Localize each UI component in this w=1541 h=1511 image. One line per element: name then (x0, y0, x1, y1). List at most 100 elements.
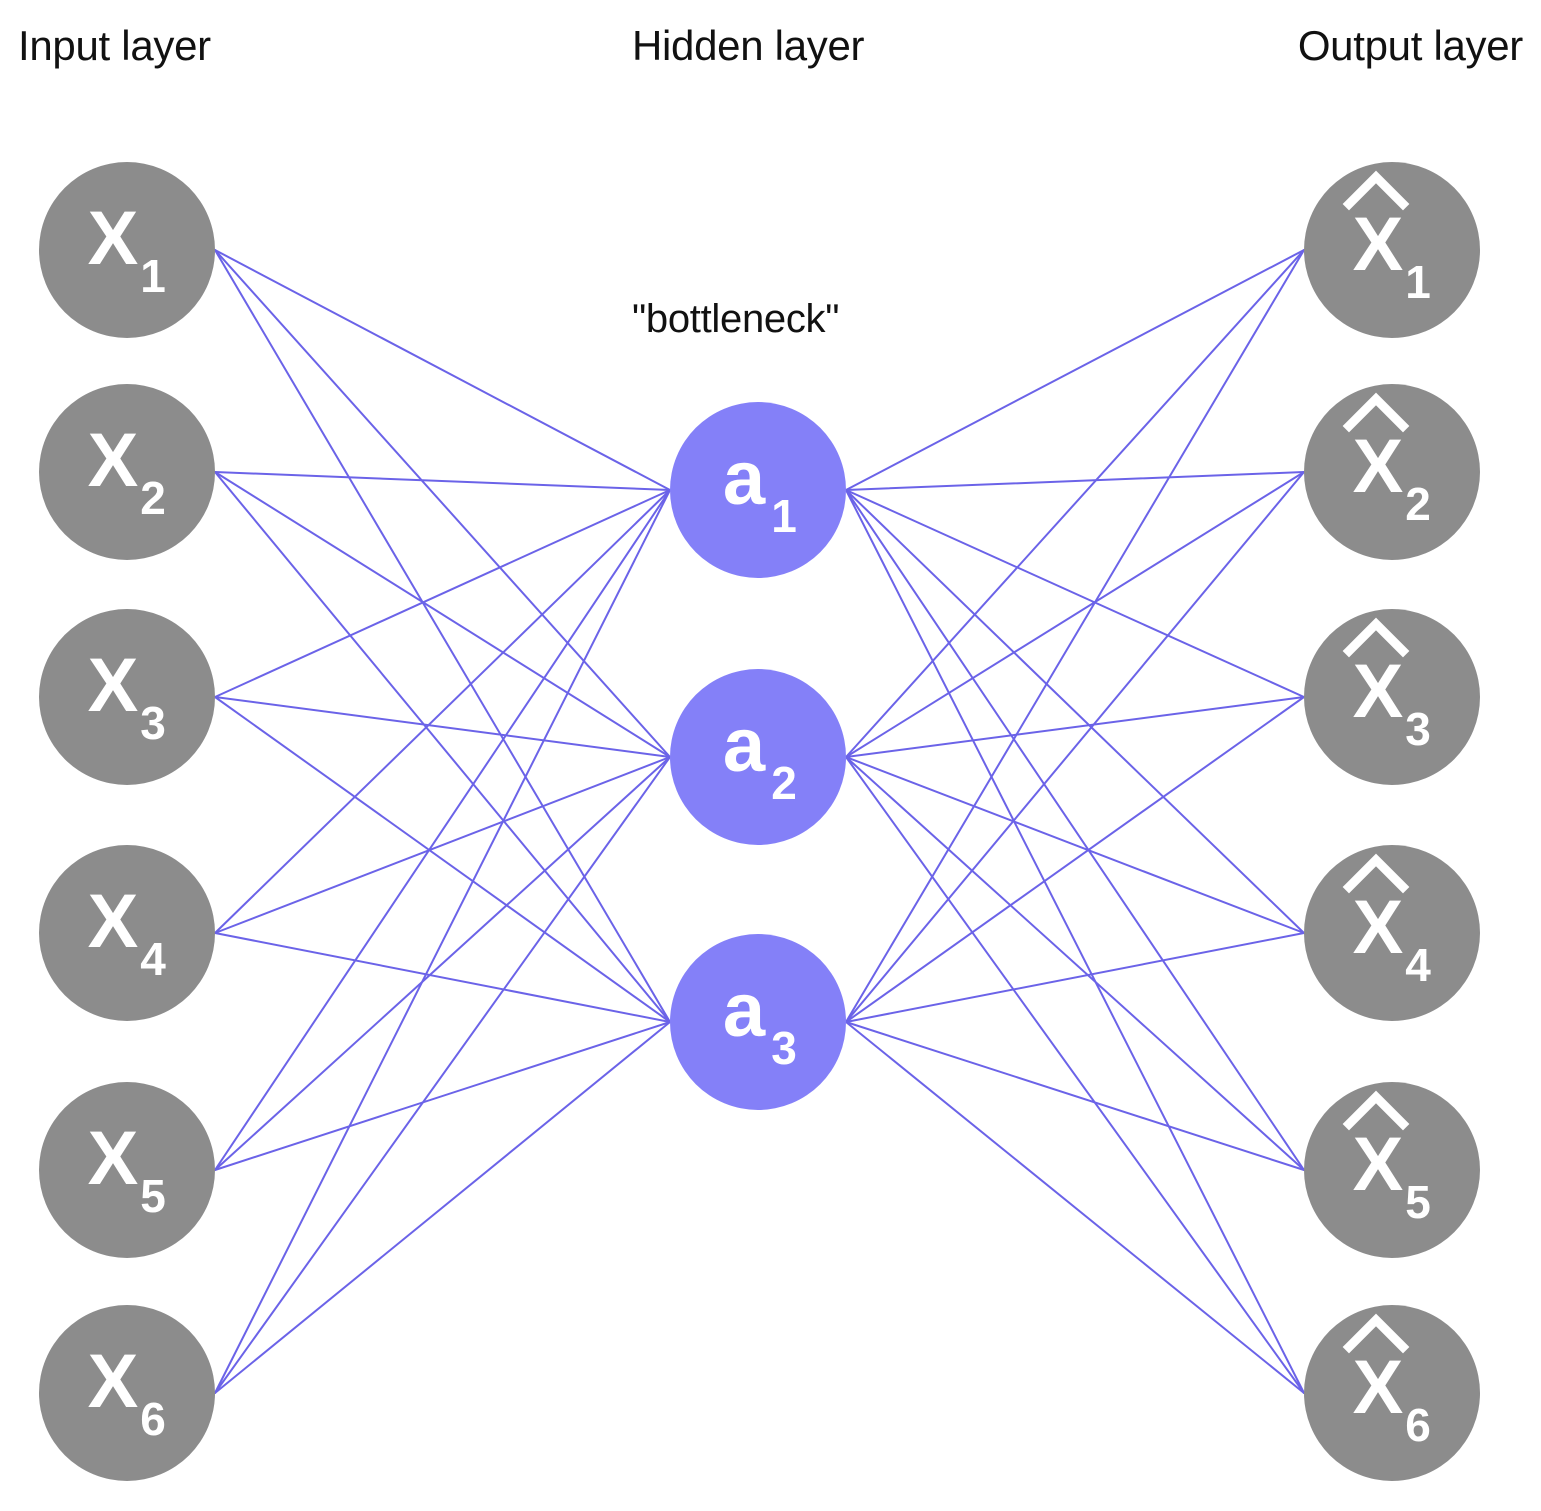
edge-decoder (845, 489, 1305, 1394)
edge-decoder (845, 489, 1305, 934)
hidden-node-label: a (723, 436, 766, 521)
hidden-node-subscript: 1 (771, 490, 797, 542)
edge-decoder (845, 489, 1305, 1171)
input-node-circle (39, 384, 215, 560)
edge-encoder (214, 249, 671, 1023)
hat-accent-icon (1342, 1090, 1410, 1131)
input-node-circle (39, 1305, 215, 1481)
edges-group (214, 249, 1305, 1394)
output-node-subscript: 6 (1405, 1399, 1431, 1451)
hidden-node-label: a (723, 968, 766, 1053)
hidden-node-circle (670, 934, 846, 1110)
hat-accent-icon (1342, 1313, 1410, 1354)
hidden-node-circle (670, 402, 846, 578)
input-node-subscript: 3 (140, 697, 166, 749)
edge-decoder (845, 249, 1305, 758)
edge-decoder (845, 696, 1305, 758)
input-node-label: X (88, 1116, 139, 1201)
output-node-subscript: 5 (1405, 1176, 1431, 1228)
edge-decoder (845, 249, 1305, 1023)
output-node-label: X (1353, 649, 1404, 734)
hidden-node-circle (670, 669, 846, 845)
edge-decoder (845, 471, 1305, 758)
hat-accent-icon (1342, 617, 1410, 658)
input-node-circle (39, 1082, 215, 1258)
output-node-label: X (1353, 202, 1404, 287)
input-node-subscript: 5 (140, 1170, 166, 1222)
edge-encoder (214, 489, 671, 934)
edge-decoder (845, 471, 1305, 491)
hidden-node-subscript: 2 (771, 757, 797, 809)
edge-decoder (845, 932, 1305, 1023)
output-layer-title: Output layer (1297, 22, 1523, 69)
edge-decoder (845, 1021, 1305, 1394)
edge-encoder (214, 756, 671, 934)
edge-decoder (845, 471, 1305, 1023)
edge-encoder (214, 471, 671, 758)
hat-accent-icon (1342, 170, 1410, 211)
edge-encoder (214, 471, 671, 491)
input-node-circle (39, 162, 215, 338)
input-node-subscript: 4 (140, 933, 166, 985)
hidden-node-subscript: 3 (771, 1022, 797, 1074)
output-node-label: X (1353, 885, 1404, 970)
edge-encoder (214, 932, 671, 1023)
bottleneck-label: "bottleneck" (632, 297, 840, 341)
edge-encoder (214, 756, 671, 1394)
input-node-label: X (88, 196, 139, 281)
output-node-label: X (1353, 1122, 1404, 1207)
edge-encoder (214, 756, 671, 1171)
edge-encoder (214, 471, 671, 1023)
edge-decoder (845, 489, 1305, 698)
input-node-subscript: 1 (140, 250, 166, 302)
output-node-label: X (1353, 1345, 1404, 1430)
edge-encoder (214, 696, 671, 1023)
hidden-node-label: a (723, 703, 766, 788)
input-node-circle (39, 845, 215, 1021)
edge-encoder (214, 489, 671, 1171)
hidden-layer-title: Hidden layer (632, 22, 865, 69)
edge-decoder (845, 1021, 1305, 1171)
edge-encoder (214, 696, 671, 758)
edge-encoder (214, 1021, 671, 1394)
output-node-subscript: 2 (1405, 478, 1431, 530)
input-layer-title: Input layer (18, 22, 211, 69)
edge-encoder (214, 1021, 671, 1171)
edge-encoder (214, 489, 671, 698)
edge-decoder (845, 756, 1305, 934)
edge-decoder (845, 756, 1305, 1394)
input-node-label: X (88, 643, 139, 728)
output-node-label: X (1353, 424, 1404, 509)
output-node-subscript: 3 (1405, 703, 1431, 755)
input-node-label: X (88, 1339, 139, 1424)
hat-accent-icon (1342, 392, 1410, 433)
input-node-subscript: 2 (140, 472, 166, 524)
input-node-subscript: 6 (140, 1393, 166, 1445)
input-node-circle (39, 609, 215, 785)
edge-decoder (845, 756, 1305, 1171)
output-node-subscript: 4 (1405, 939, 1431, 991)
output-node-subscript: 1 (1405, 256, 1431, 308)
edge-decoder (845, 696, 1305, 1023)
edge-encoder (214, 489, 671, 1394)
hat-accent-icon (1342, 853, 1410, 894)
input-node-label: X (88, 418, 139, 503)
edge-encoder (214, 249, 671, 758)
